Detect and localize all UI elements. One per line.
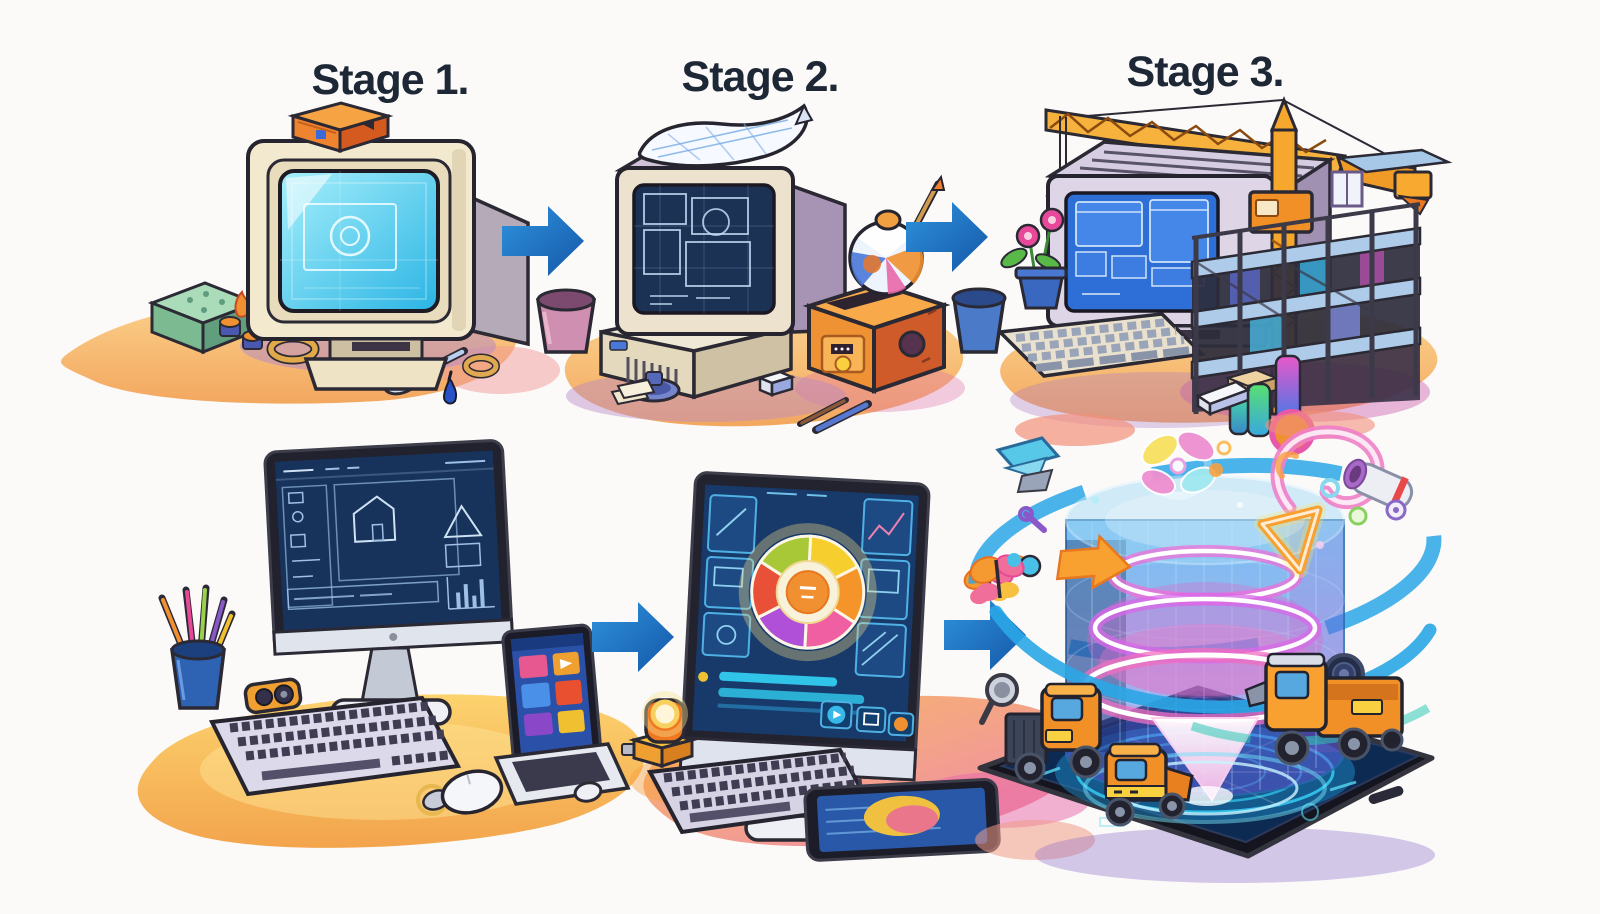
blueprint-screen [632,183,776,315]
keyboard [208,695,462,797]
cartridge-box [287,101,394,154]
paper-plane-icon [995,436,1061,494]
wrench-icon [1018,506,1047,533]
arrow-icon [592,602,674,672]
scaffolding-building [1190,170,1422,414]
eraser [756,370,796,397]
mouse [440,769,504,815]
roof-panel [1335,148,1453,174]
stage3-bottom-scene [968,411,1442,883]
magnifier [979,673,1019,725]
butterfly [969,553,1025,601]
blue-bucket [951,287,1007,354]
color-blocks [1195,354,1315,455]
stage-3-label: Stage 3. [1126,48,1285,96]
neon-swirl [1270,425,1385,515]
orange-arrow [1055,533,1132,591]
flower-spark [1140,430,1232,500]
construction-truck [1104,742,1194,827]
neon-triangle [1254,502,1326,578]
stage-1-label: Stage 1. [311,56,470,104]
stage2-top-scene [535,103,988,434]
stage1-bottom-scene [137,439,674,848]
laptop [493,623,631,806]
screen [278,169,440,313]
pink-cup [535,288,597,354]
construction-truck [1004,682,1103,784]
pen [812,400,872,434]
small-mouse [573,781,603,803]
stage2-bottom-scene [621,471,1090,862]
stage3-top-scene [951,95,1453,455]
retro-crt-monitor [614,145,847,336]
pencil [797,397,849,427]
flower-pot [1000,207,1068,310]
green-dot [1348,506,1368,526]
imac-monitor [263,439,515,726]
tablet [803,778,1001,862]
construction-truck [1244,652,1404,766]
papers [610,378,656,406]
stage1-top-scene [61,101,584,405]
desk-lamp-gadget [621,691,698,769]
retro-crt-monitor [246,139,530,391]
ink-bottle [442,370,458,405]
webcam-gadget [243,677,303,715]
imac-stand [360,646,420,704]
blueprint-paper [637,103,814,168]
pencil-cup [158,584,236,710]
imac-monitor [678,471,931,842]
orange-toolbox [802,281,951,394]
orbit-ring [989,605,1437,714]
gold-ring [462,353,500,379]
color-wheel [738,523,877,662]
stage-2-label: Stage 2. [681,53,840,101]
